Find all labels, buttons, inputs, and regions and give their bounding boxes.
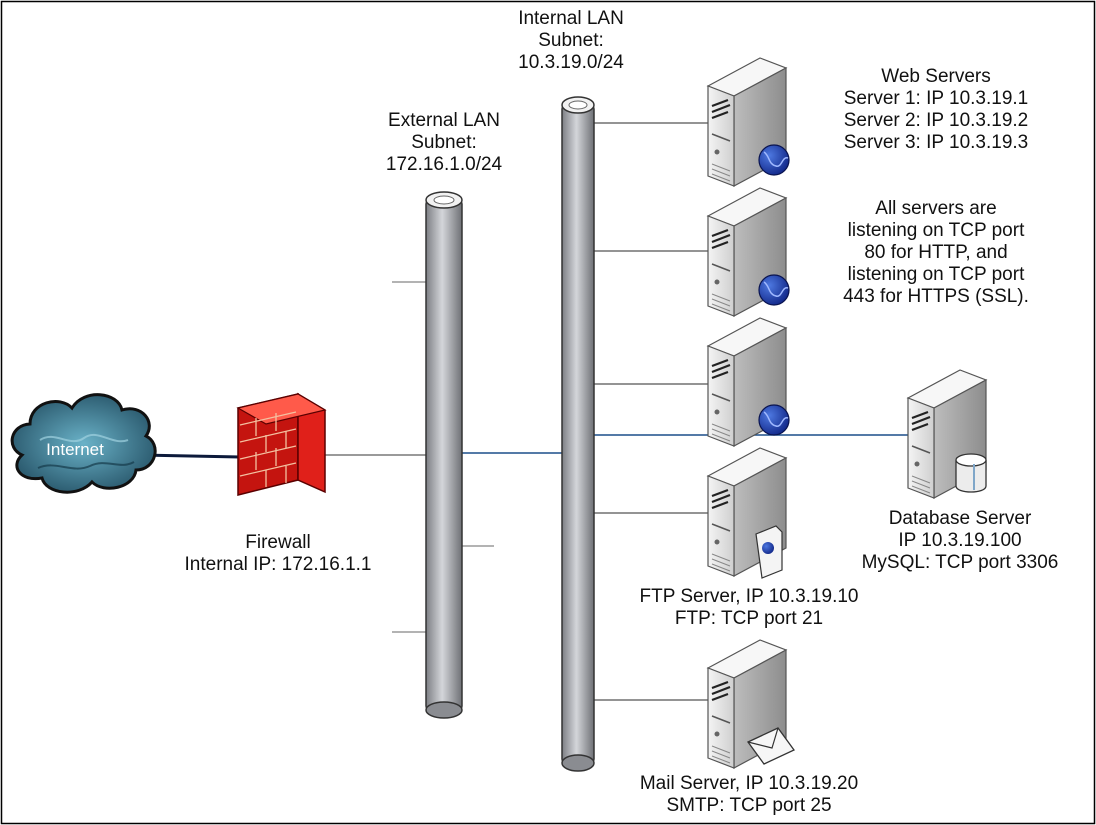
- listening-note-line3: 80 for HTTP, and: [864, 242, 1008, 263]
- internal-lan-pipe: [561, 96, 595, 772]
- listening-note-line4: listening on TCP port: [847, 264, 1025, 285]
- firewall-ip: Internal IP: 172.16.1.1: [184, 554, 372, 575]
- web-server-1: [706, 56, 790, 188]
- external-lan-line3: 172.16.1.0/24: [385, 154, 503, 175]
- internet-cloud-icon: [10, 393, 157, 494]
- database-server-title: Database Server: [888, 508, 1032, 529]
- web-servers-title: Web Servers: [881, 66, 991, 87]
- external-lan-label: External LAN Subnet: 172.16.1.0/24: [364, 110, 524, 176]
- internal-lan-label: Internal LAN Subnet: 10.3.19.0/24: [496, 8, 646, 74]
- mail-server-title: Mail Server, IP 10.3.19.20: [639, 773, 859, 794]
- external-lan-pipe: [425, 191, 463, 719]
- database-server-label: Database Server IP 10.3.19.100 MySQL: TC…: [840, 508, 1080, 574]
- web-server-2-ip: Server 2: IP 10.3.19.2: [843, 110, 1029, 131]
- web-servers-label: Web Servers Server 1: IP 10.3.19.1 Serve…: [816, 66, 1056, 154]
- envelope-icon: [747, 727, 795, 765]
- listening-note-line5: 443 for HTTPS (SSL).: [843, 286, 1029, 307]
- database-server-ip: IP 10.3.19.100: [898, 530, 1022, 551]
- web-server-3: [706, 316, 790, 448]
- firewall-title: Firewall: [245, 532, 311, 553]
- web-server-3-ip: Server 3: IP 10.3.19.3: [843, 132, 1029, 153]
- listening-note-line1: All servers are: [875, 198, 997, 219]
- connection-lines: [139, 122, 910, 701]
- ftp-server-port: FTP: TCP port 21: [674, 608, 824, 629]
- mail-server-port: SMTP: TCP port 25: [666, 795, 832, 816]
- ftp-server: [706, 446, 788, 579]
- mail-server: [706, 638, 795, 770]
- document-icon: [755, 525, 783, 579]
- listening-note-line2: listening on TCP port: [847, 220, 1025, 241]
- database-server: [906, 368, 988, 500]
- firewall-label: Firewall Internal IP: 172.16.1.1: [158, 532, 398, 576]
- listening-note: All servers are listening on TCP port 80…: [820, 198, 1052, 308]
- globe-icon: [758, 274, 790, 306]
- brick-firewall-icon: [236, 392, 327, 496]
- ftp-server-label: FTP Server, IP 10.3.19.10 FTP: TCP port …: [604, 586, 894, 630]
- internal-lan-line2: Subnet:: [538, 30, 604, 51]
- database-cylinder-icon: [955, 453, 987, 493]
- ftp-server-title: FTP Server, IP 10.3.19.10: [639, 586, 859, 607]
- web-server-2: [706, 186, 790, 318]
- web-server-1-ip: Server 1: IP 10.3.19.1: [843, 88, 1029, 109]
- mail-server-label: Mail Server, IP 10.3.19.20 SMTP: TCP por…: [604, 773, 894, 817]
- internal-lan-line1: Internal LAN: [518, 8, 624, 29]
- database-server-port: MySQL: TCP port 3306: [861, 552, 1059, 573]
- globe-icon: [758, 404, 790, 436]
- external-lan-line1: External LAN: [388, 110, 500, 131]
- internet-label: Internet: [46, 440, 104, 459]
- globe-icon: [758, 144, 790, 176]
- internet-firewall-link: [139, 453, 241, 459]
- external-lan-line2: Subnet:: [411, 132, 477, 153]
- internal-lan-line3: 10.3.19.0/24: [518, 52, 624, 73]
